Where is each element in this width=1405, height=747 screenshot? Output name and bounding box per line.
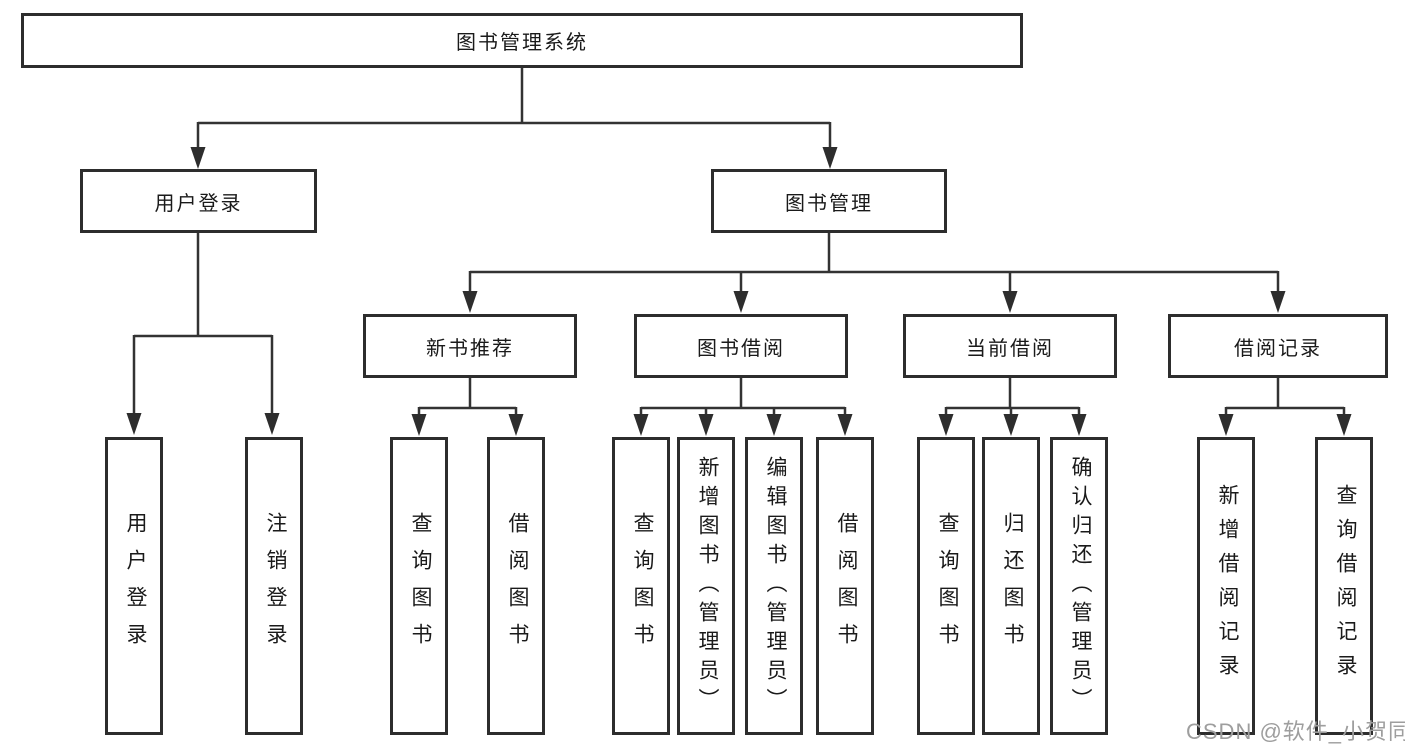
node-current-borrowing: 当前借阅 (903, 314, 1117, 378)
node-book-borrowing: 图书借阅 (634, 314, 848, 378)
node-borrowing-records: 借阅记录 (1168, 314, 1388, 378)
node-query-books-2: 查询图书 (612, 437, 670, 735)
node-query-borrow-record: 查询借阅记录 (1315, 437, 1373, 735)
node-edit-book-admin: 编辑图书（管理员） (745, 437, 803, 735)
node-query-books-3: 查询图书 (917, 437, 975, 735)
node-confirm-return-admin: 确认归还（管理员） (1050, 437, 1108, 735)
node-add-borrow-record: 新增借阅记录 (1197, 437, 1255, 735)
node-return-books: 归还图书 (982, 437, 1040, 735)
node-user-login: 用户登录 (80, 169, 317, 233)
csdn-watermark: CSDN @软件_小贺同学 (1186, 719, 1405, 744)
node-borrow-books-2: 借阅图书 (816, 437, 874, 735)
node-new-book-recommendation: 新书推荐 (363, 314, 577, 378)
node-user-login-leaf: 用户登录 (105, 437, 163, 735)
node-borrow-books-1: 借阅图书 (487, 437, 545, 735)
node-library-management-system: 图书管理系统 (21, 13, 1023, 68)
node-logout: 注销登录 (245, 437, 303, 735)
node-book-management: 图书管理 (711, 169, 947, 233)
node-add-book-admin: 新增图书（管理员） (677, 437, 735, 735)
node-query-books-1: 查询图书 (390, 437, 448, 735)
